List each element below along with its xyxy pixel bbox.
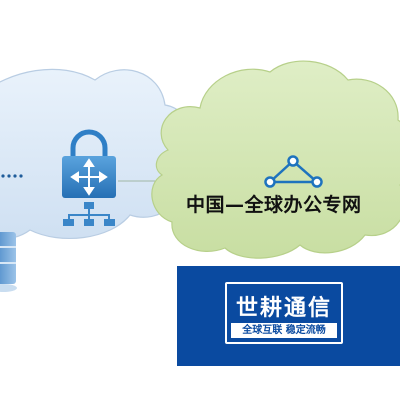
network-tree-icon	[63, 202, 115, 226]
logo-title: 世耕通信	[235, 296, 332, 321]
triangle-node-icon	[264, 155, 323, 188]
dotted-connection	[1, 174, 23, 178]
company-logo: 世耕通信 全球互联 稳定流畅	[177, 266, 400, 366]
logo-slogan: 全球互联 稳定流畅	[231, 323, 337, 338]
logo-frame: 世耕通信 全球互联 稳定流畅	[225, 282, 343, 344]
cloud-label: 中国—全球办公专网	[186, 194, 362, 216]
server-icon	[0, 232, 17, 292]
lock-icon	[62, 129, 116, 198]
right-cloud	[151, 60, 400, 259]
